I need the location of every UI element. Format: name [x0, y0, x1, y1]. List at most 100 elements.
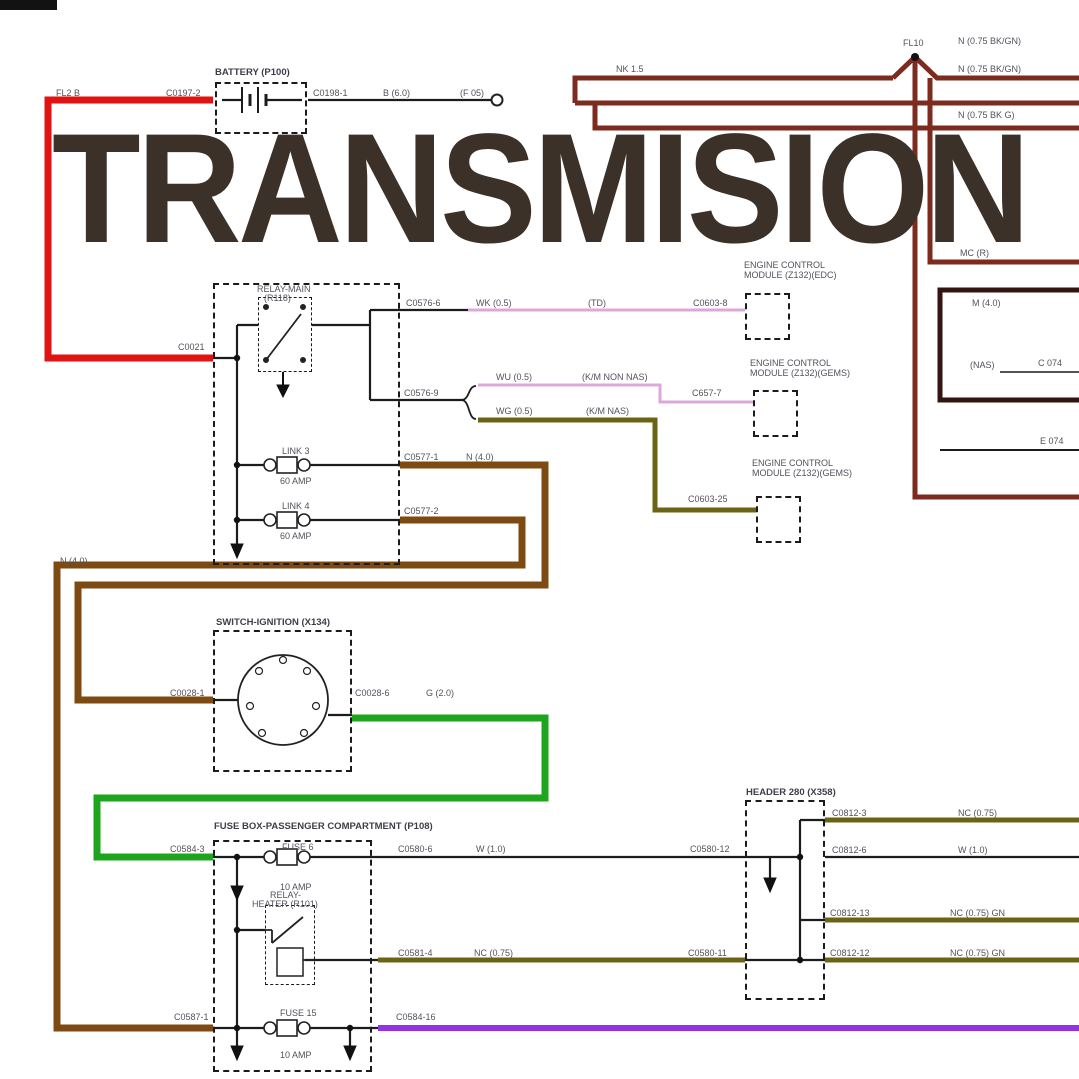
- label-c074: C 074: [1038, 358, 1063, 368]
- battery-conn-left: C0197-2: [166, 88, 201, 98]
- out2-bot-wire: WG (0.5): [496, 406, 533, 416]
- header-row2-conn: C0812-13: [830, 908, 870, 918]
- out1-conn2: C0603-8: [693, 298, 728, 308]
- out2-top-variant: (K/M NON NAS): [582, 372, 648, 382]
- header-joint-box: [745, 800, 825, 1000]
- label-e074: E 074: [1040, 436, 1064, 446]
- out2-conn: C0576-9: [404, 388, 439, 398]
- link3-conn: C0577-1: [404, 452, 439, 462]
- link3-amp: 60 AMP: [280, 476, 312, 486]
- module-gems1-title-1: ENGINE CONTROL: [750, 358, 832, 368]
- main-relay-inner-box: [258, 297, 312, 372]
- header-row0-wire: NC (0.75): [958, 808, 998, 818]
- label-fl2b: FL2 B: [56, 88, 81, 98]
- link3-name: LINK 3: [282, 446, 310, 456]
- top-edge-bar: [0, 0, 57, 10]
- heater-relay-title-1: RELAY-: [270, 890, 302, 900]
- battery-title: BATTERY (P100): [215, 67, 290, 78]
- ignition-conn-left: C0028-1: [170, 688, 205, 698]
- out1-wire: WK (0.5): [476, 298, 512, 308]
- ignition-wire-label: G (2.0): [426, 688, 455, 698]
- header-row0-conn: C0812-3: [832, 808, 867, 818]
- ignition-switch-box: [213, 630, 352, 772]
- link4-amp: 60 AMP: [280, 531, 312, 541]
- heater-relay-title-2: HEATER (R101): [252, 899, 318, 909]
- red-battery-feed-wire: [44, 96, 213, 362]
- fuse6-wire: W (1.0): [476, 844, 506, 854]
- dark-box-harness: [937, 287, 1079, 403]
- junction-dots: [233, 53, 919, 1032]
- left-brown-wire-label: N (4.0): [60, 556, 88, 566]
- fuse6-conn: C0580-6: [398, 844, 433, 854]
- header-row1-conn: C0812-6: [832, 845, 867, 855]
- out2-bot-variant: (K/M NAS): [586, 406, 630, 416]
- battery-conn-right: C0198-1: [313, 88, 348, 98]
- fuse15-name: FUSE 15: [280, 1008, 317, 1018]
- module-edc-title-1: ENGINE CONTROL: [744, 260, 826, 270]
- maroon-harness-wires: [572, 53, 1079, 500]
- header-row3-wire: NC (0.75) GN: [950, 948, 1006, 958]
- fuse-box: [213, 840, 372, 1072]
- link4-conn: C0577-2: [404, 506, 439, 516]
- module-box-edc: [745, 293, 790, 340]
- brown-link-wires: [53, 461, 549, 1032]
- header-joint-title: HEADER 280 (X358): [746, 787, 836, 798]
- out2-bot-conn2: C0603-25: [688, 494, 728, 504]
- ring-terminal-symbol: [490, 93, 504, 107]
- out2-top-conn2: C657-7: [692, 388, 722, 398]
- out1-conn: C0576-6: [406, 298, 441, 308]
- out2-top-wire: WU (0.5): [496, 372, 532, 382]
- label-mcr: MC (R): [960, 248, 989, 258]
- battery-symbol: [222, 87, 302, 113]
- olive-wires: [378, 417, 1079, 963]
- relay-title-1: RELAY-MAIN: [257, 284, 311, 294]
- main-relay-box: [213, 283, 400, 565]
- main-relay-symbol: [263, 304, 306, 363]
- harness-wire-label-2: N (0.75 BK G): [958, 110, 1015, 120]
- module-gems2-title-2: MODULE (Z132)(GEMS): [752, 468, 853, 478]
- green-ignition-wire: [93, 714, 549, 861]
- heater-relay-box: [265, 905, 315, 985]
- heater-relay-wire: NC (0.75): [474, 948, 514, 958]
- battery-end-label: (F 05): [460, 88, 485, 98]
- harness-wire-label-0: N (0.75 BK/GN): [958, 36, 1022, 46]
- ignition-title: SWITCH-IGNITION (X134): [216, 617, 331, 628]
- relay-title-2: (R118): [264, 293, 291, 303]
- label-nas: (NAS): [970, 360, 995, 370]
- fuse6-amp: 10 AMP: [280, 882, 312, 892]
- heater-relay-conn: C0581-4: [398, 948, 433, 958]
- module-gems2-title-1: ENGINE CONTROL: [752, 458, 834, 468]
- module-box-gems-2: [756, 496, 801, 543]
- fuse6-name: FUSE 6: [282, 842, 314, 852]
- pink-k-line-wires: [468, 308, 753, 404]
- ground-arrows: [230, 372, 777, 1062]
- link4-name: LINK 4: [282, 501, 310, 511]
- fusebox-conn-bottom: C0587-1: [174, 1012, 209, 1022]
- fuse6-conn2: C0580-12: [690, 844, 730, 854]
- module-edc-title-2: MODULE (Z132)(EDC): [744, 270, 837, 280]
- module-gems1-title-2: MODULE (Z132)(GEMS): [750, 368, 851, 378]
- relay-conn-in: C0021: [178, 342, 205, 352]
- battery-box: [215, 82, 307, 134]
- fuse15-conn: C0584-16: [396, 1012, 436, 1022]
- diagram-title: TRANSMISION: [52, 102, 1030, 276]
- fuse15-amp: 10 AMP: [280, 1050, 312, 1060]
- ignition-switch-symbol: [237, 654, 329, 746]
- fusebox-conn-left: C0584-3: [170, 844, 205, 854]
- link3-wire: N (4.0): [466, 452, 494, 462]
- label-nk15: NK 1.5: [616, 64, 644, 74]
- header-row3-conn: C0812-12: [830, 948, 870, 958]
- label-m40: M (4.0): [972, 298, 1001, 308]
- header-row1-wire: W (1.0): [958, 845, 988, 855]
- module-box-gems-1: [753, 390, 798, 437]
- battery-wire-label: B (6.0): [383, 88, 411, 98]
- fusebox-title: FUSE BOX-PASSENGER COMPARTMENT (P108): [214, 821, 433, 832]
- heater-relay-symbol: [265, 916, 315, 977]
- heater-relay-conn2: C0580-11: [688, 948, 727, 958]
- out1-variant: (TD): [588, 298, 606, 308]
- harness-wire-label-1: N (0.75 BK/GN): [958, 64, 1022, 74]
- header-row2-wire: NC (0.75) GN: [950, 908, 1006, 918]
- fuse-symbols: [263, 456, 311, 1037]
